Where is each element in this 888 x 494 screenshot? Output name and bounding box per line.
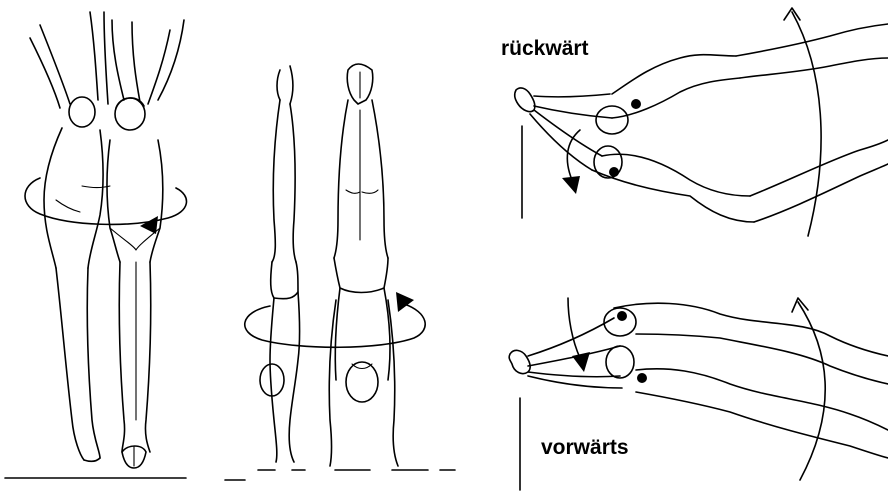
rotation-arrow-icon: [572, 352, 590, 372]
forward-roll-figure: [509, 298, 888, 490]
rotation-arrow-icon: [140, 216, 158, 234]
rotation-arrow-icon: [562, 176, 580, 194]
rotation-arrow-icon: [396, 292, 414, 312]
twisting-jump-figure: [5, 12, 186, 478]
forward-label: vorwärts: [541, 437, 629, 458]
handstand-figure: [225, 64, 455, 480]
backward-label: rückwärt: [501, 38, 589, 59]
rotation-arc: [792, 12, 821, 236]
